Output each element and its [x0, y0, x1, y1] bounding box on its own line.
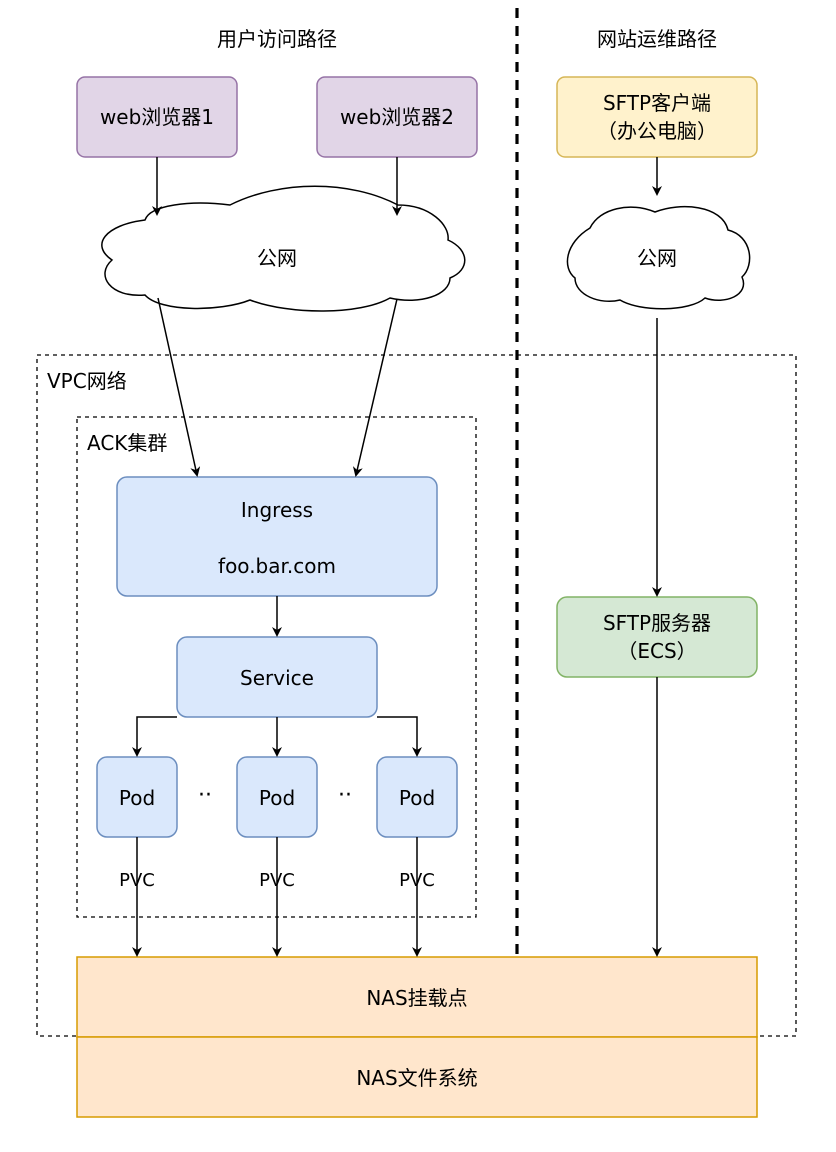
public-net-left-label: 公网 [257, 246, 297, 270]
ingress-label-line2: foo.bar.com [218, 554, 336, 578]
edge-service-to-pod3 [377, 716, 422, 757]
ingress-node [116, 476, 438, 597]
sftp-client-node [556, 76, 758, 158]
pod2-label: Pod [259, 786, 295, 810]
nas-mount-node [76, 956, 758, 1038]
ops-path-title: 网站运维路径 [597, 27, 717, 51]
nas-fs-node [76, 1036, 758, 1118]
vpc-label: VPC网络 [47, 369, 127, 393]
browser2-label: web浏览器2 [340, 105, 454, 129]
service-label: Service [240, 666, 314, 690]
public-net-right-cloud [566, 206, 751, 310]
user-path-title: 用户访问路径 [217, 27, 337, 51]
ingress-label-line1: Ingress [241, 498, 313, 522]
pod-ellipsis-1: ·· [198, 783, 212, 808]
sftp-server-node [556, 596, 758, 678]
pod3-label: Pod [399, 786, 435, 810]
sftp-client-label-line2: （办公电脑） [597, 119, 717, 143]
pod-ellipsis-2: ·· [338, 783, 352, 808]
sftp-server-label-line1: SFTP服务器 [603, 611, 711, 635]
sftp-server-label-line2: （ECS） [617, 639, 696, 663]
nas-fs-label: NAS文件系统 [356, 1066, 477, 1090]
edge-service-to-pod1 [132, 716, 177, 757]
edge-public-net-to-ingress-left [157, 297, 201, 477]
nas-mount-label: NAS挂载点 [366, 986, 467, 1010]
browser1-label: web浏览器1 [100, 105, 214, 129]
pod1-label: Pod [119, 786, 155, 810]
sftp-client-label-line1: SFTP客户端 [603, 91, 711, 115]
public-net-left-cloud [101, 185, 466, 312]
public-net-right-label: 公网 [637, 246, 677, 270]
ack-cluster-label: ACK集群 [87, 431, 167, 455]
edge-public-net-to-ingress-right [352, 298, 398, 477]
